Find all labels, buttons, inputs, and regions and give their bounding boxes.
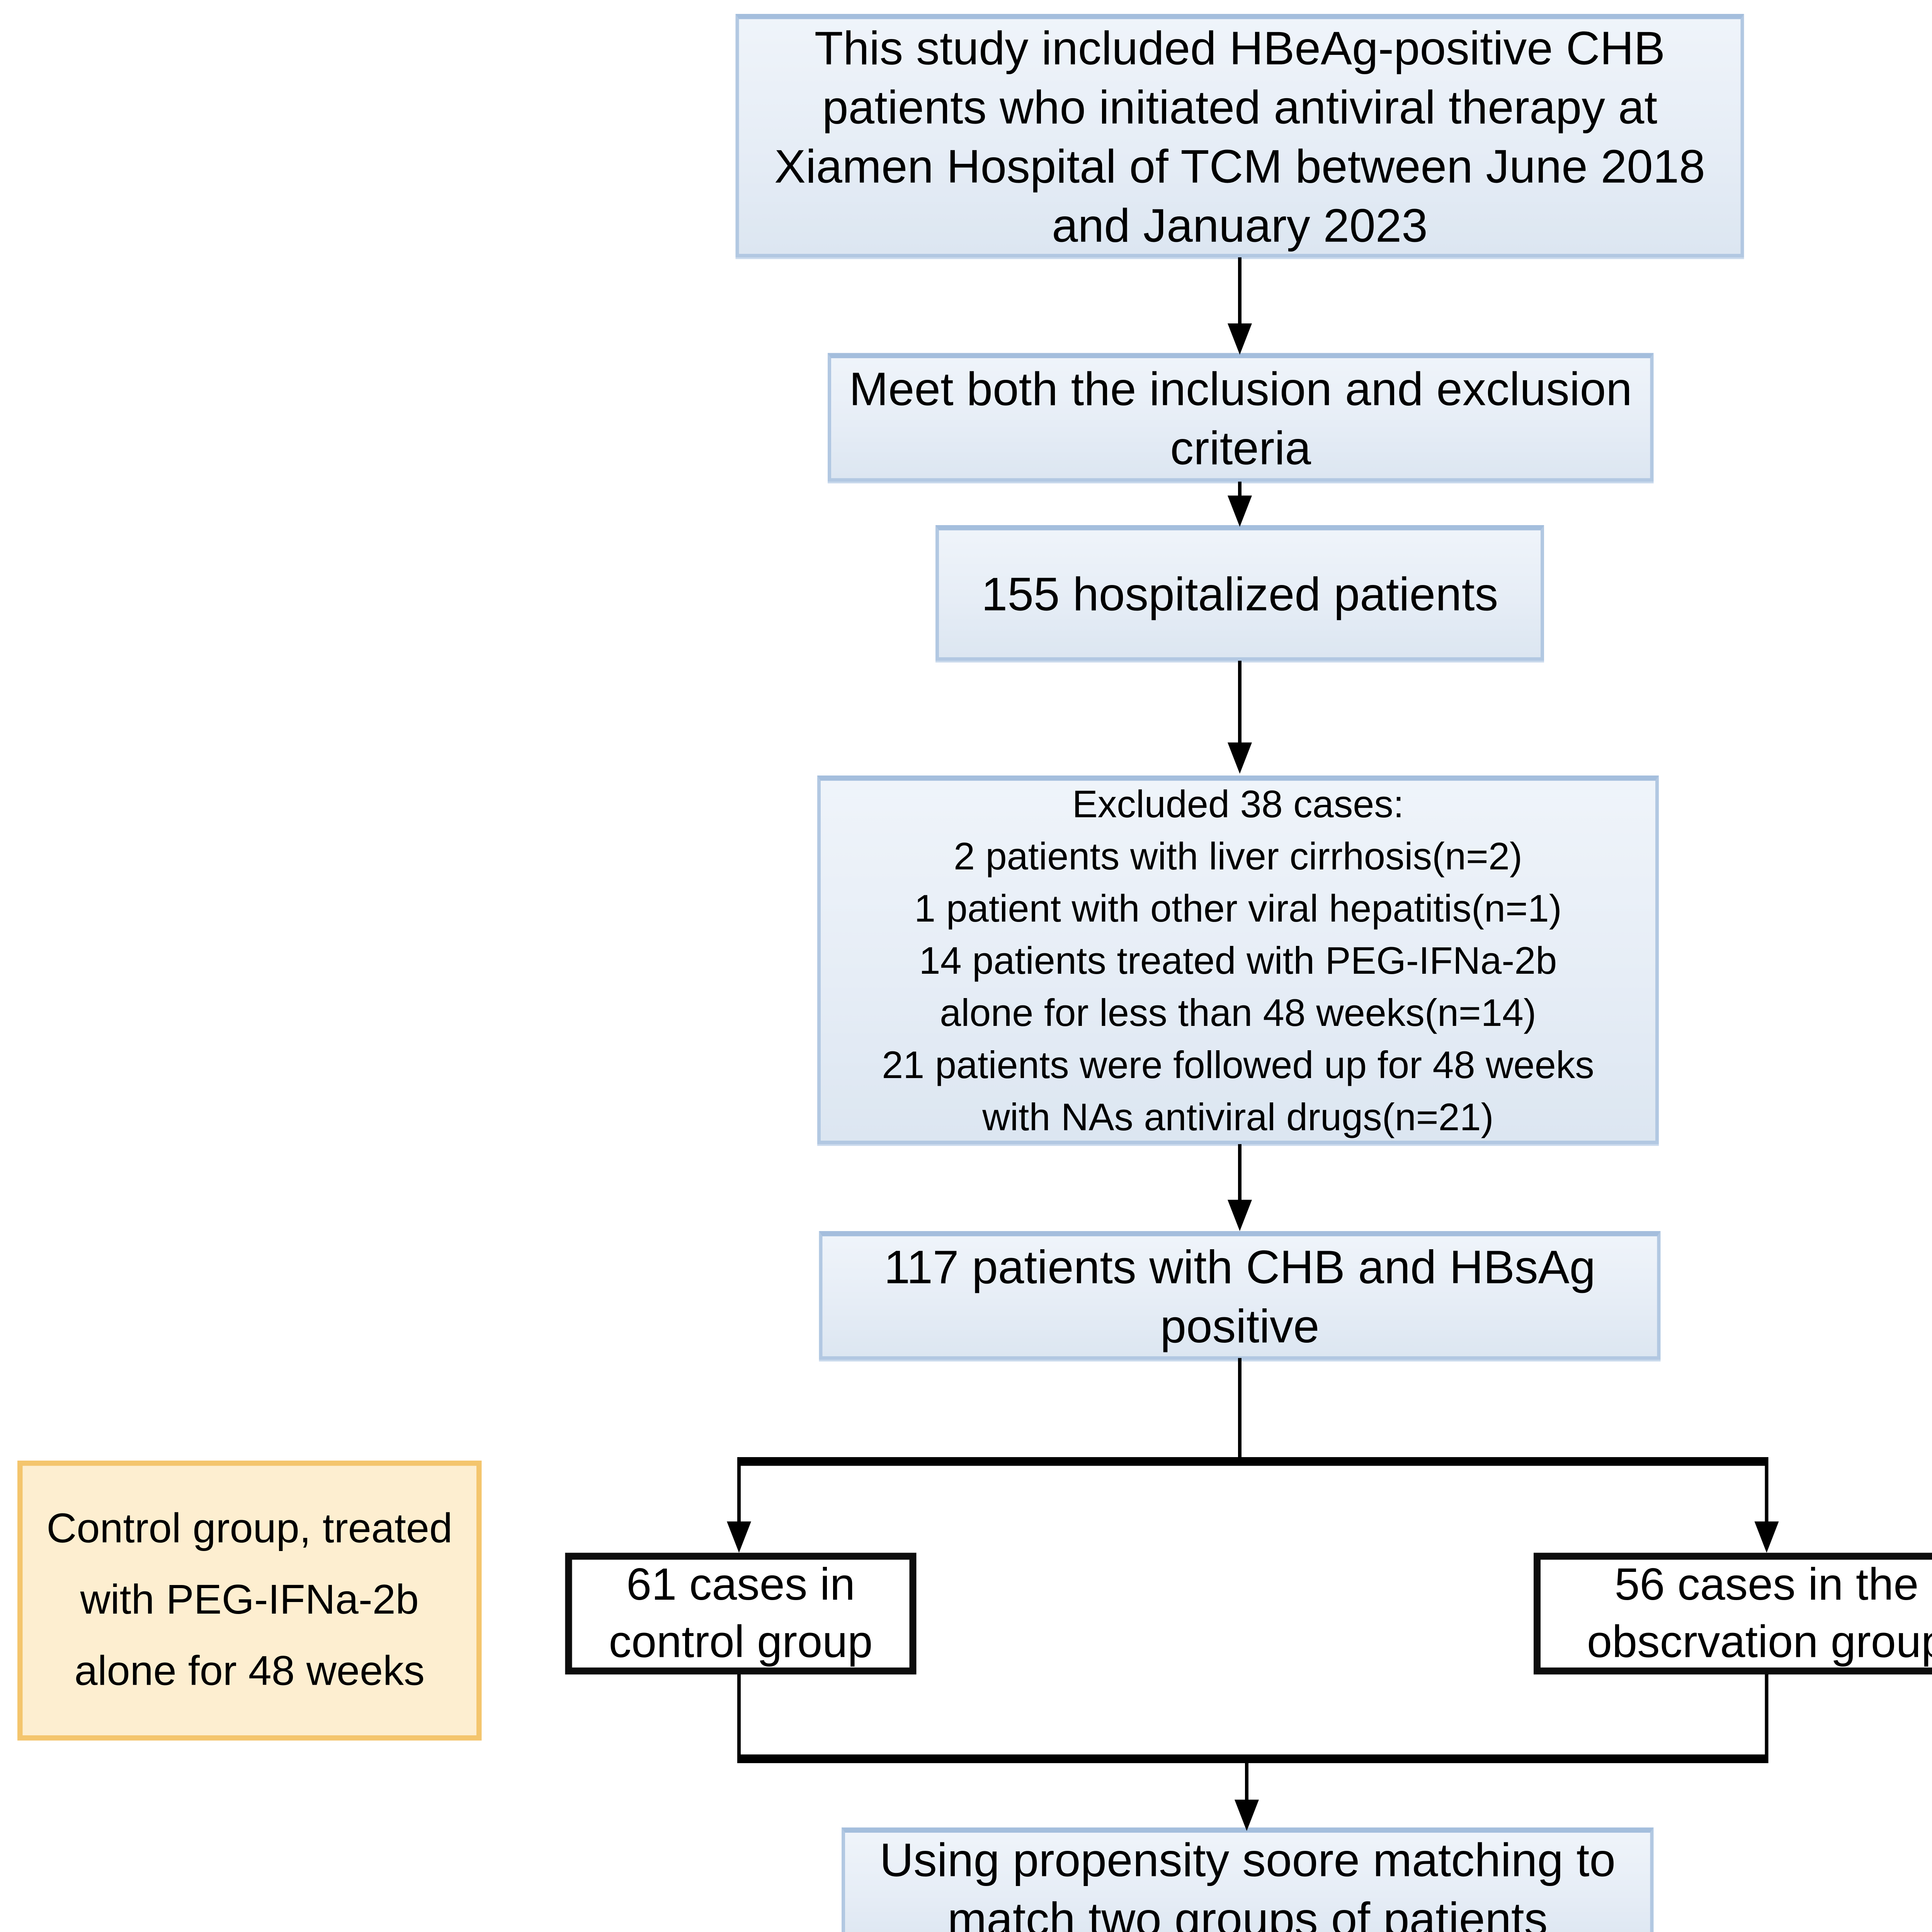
box-study-population: This study included HBeAg-positive CHB p…: [735, 14, 1744, 257]
box-excluded-line7: with NAs antiviral drugs(n=21): [982, 1094, 1494, 1138]
box-criteria-line2: criteria: [1170, 422, 1311, 474]
connector-criteria-hospitalized-line: [1238, 481, 1242, 499]
box-study-line3: Xiamen Hospital of TCM between June 2018: [774, 140, 1705, 192]
connector-split-control61-arrowhead-icon: [727, 1521, 751, 1553]
box-propensity-matching: Using propensity soore matching to match…: [842, 1827, 1654, 1932]
connector-split-observation56-line: [1765, 1466, 1769, 1523]
box-excluded-line5: alone for less than 48 weeks(n=14): [940, 990, 1536, 1034]
connector-split-control61-line: [737, 1466, 741, 1523]
box-inclusion-exclusion: Meet both the inclusion and exclusion cr…: [828, 353, 1654, 482]
connector-excluded-chb117-line: [1238, 1144, 1242, 1202]
box-excluded-line3: 1 patient with other viral hepatitis(n=1…: [914, 886, 1562, 930]
box-study-line2: patients who initiated antiviral therapy…: [822, 81, 1658, 133]
note-control-group: Control group, treated with PEG-IFNa-2b …: [17, 1461, 482, 1741]
connector-observation56-merge-line: [1765, 1674, 1769, 1755]
merge-bar-to-psm: [737, 1754, 1769, 1763]
box-criteria-line1: Meet both the inclusion and exclusion: [849, 362, 1632, 415]
box-excluded-line2: 2 patients with liver cirrhosis(n=2): [954, 833, 1522, 878]
connector-chb117-split-stub: [1238, 1358, 1242, 1457]
note-control-line1: Control group, treated: [46, 1506, 453, 1553]
connector-study-criteria-arrowhead-icon: [1228, 323, 1252, 355]
box-excluded-line4: 14 patients treated with PEG-IFNa-2b: [919, 938, 1557, 982]
connector-criteria-hospitalized-arrowhead-icon: [1228, 495, 1252, 527]
connector-control61-merge-line: [737, 1674, 741, 1755]
box-observation56-line2: obscrvation group: [1587, 1615, 1932, 1668]
connector-merge-psm-stub: [1245, 1763, 1248, 1801]
connector-split-observation56-arrowhead-icon: [1754, 1521, 1779, 1553]
box-excluded-line6: 21 patients were followed up for 48 week…: [882, 1042, 1594, 1086]
box-control61-line1: 61 cases in: [626, 1558, 855, 1610]
box-chb117-line2: positive: [1160, 1299, 1320, 1352]
note-control-line2: with PEG-IFNa-2b: [80, 1577, 419, 1624]
split-bar-groups: [737, 1457, 1769, 1466]
box-hospitalized-line1: 155 hospitalized patients: [981, 568, 1498, 620]
connector-hospitalized-excluded-line: [1238, 661, 1242, 744]
box-observation-56: 56 cases in the obscrvation group: [1534, 1553, 1932, 1675]
note-control-line3: alone for 48 weeks: [74, 1648, 425, 1696]
connector-excluded-chb117-arrowhead-icon: [1228, 1200, 1252, 1231]
box-chb-117: 117 patients with CHB and HBsAg positive: [819, 1231, 1661, 1360]
box-control-61: 61 cases in control group: [565, 1553, 917, 1675]
connector-hospitalized-excluded-arrowhead-icon: [1228, 742, 1252, 774]
box-psm-line1: Using propensity soore matching to: [879, 1833, 1616, 1886]
box-observation56-line1: 56 cases in the: [1614, 1558, 1919, 1610]
box-excluded-line1: Excluded 38 cases:: [1072, 781, 1404, 825]
box-chb117-line1: 117 patients with CHB and HBsAg: [884, 1240, 1596, 1293]
box-hospitalized-155: 155 hospitalized patients: [935, 525, 1544, 661]
box-psm-line2: match two groups of patients: [947, 1893, 1548, 1932]
connector-study-criteria-line: [1238, 257, 1242, 327]
box-excluded-38: Excluded 38 cases: 2 patients with liver…: [817, 776, 1659, 1144]
box-study-line1: This study included HBeAg-positive CHB: [814, 22, 1665, 74]
box-study-line4: and January 2023: [1052, 199, 1428, 252]
connector-merge-psm-arrowhead-icon: [1235, 1799, 1259, 1831]
box-control61-line2: control group: [609, 1615, 873, 1668]
